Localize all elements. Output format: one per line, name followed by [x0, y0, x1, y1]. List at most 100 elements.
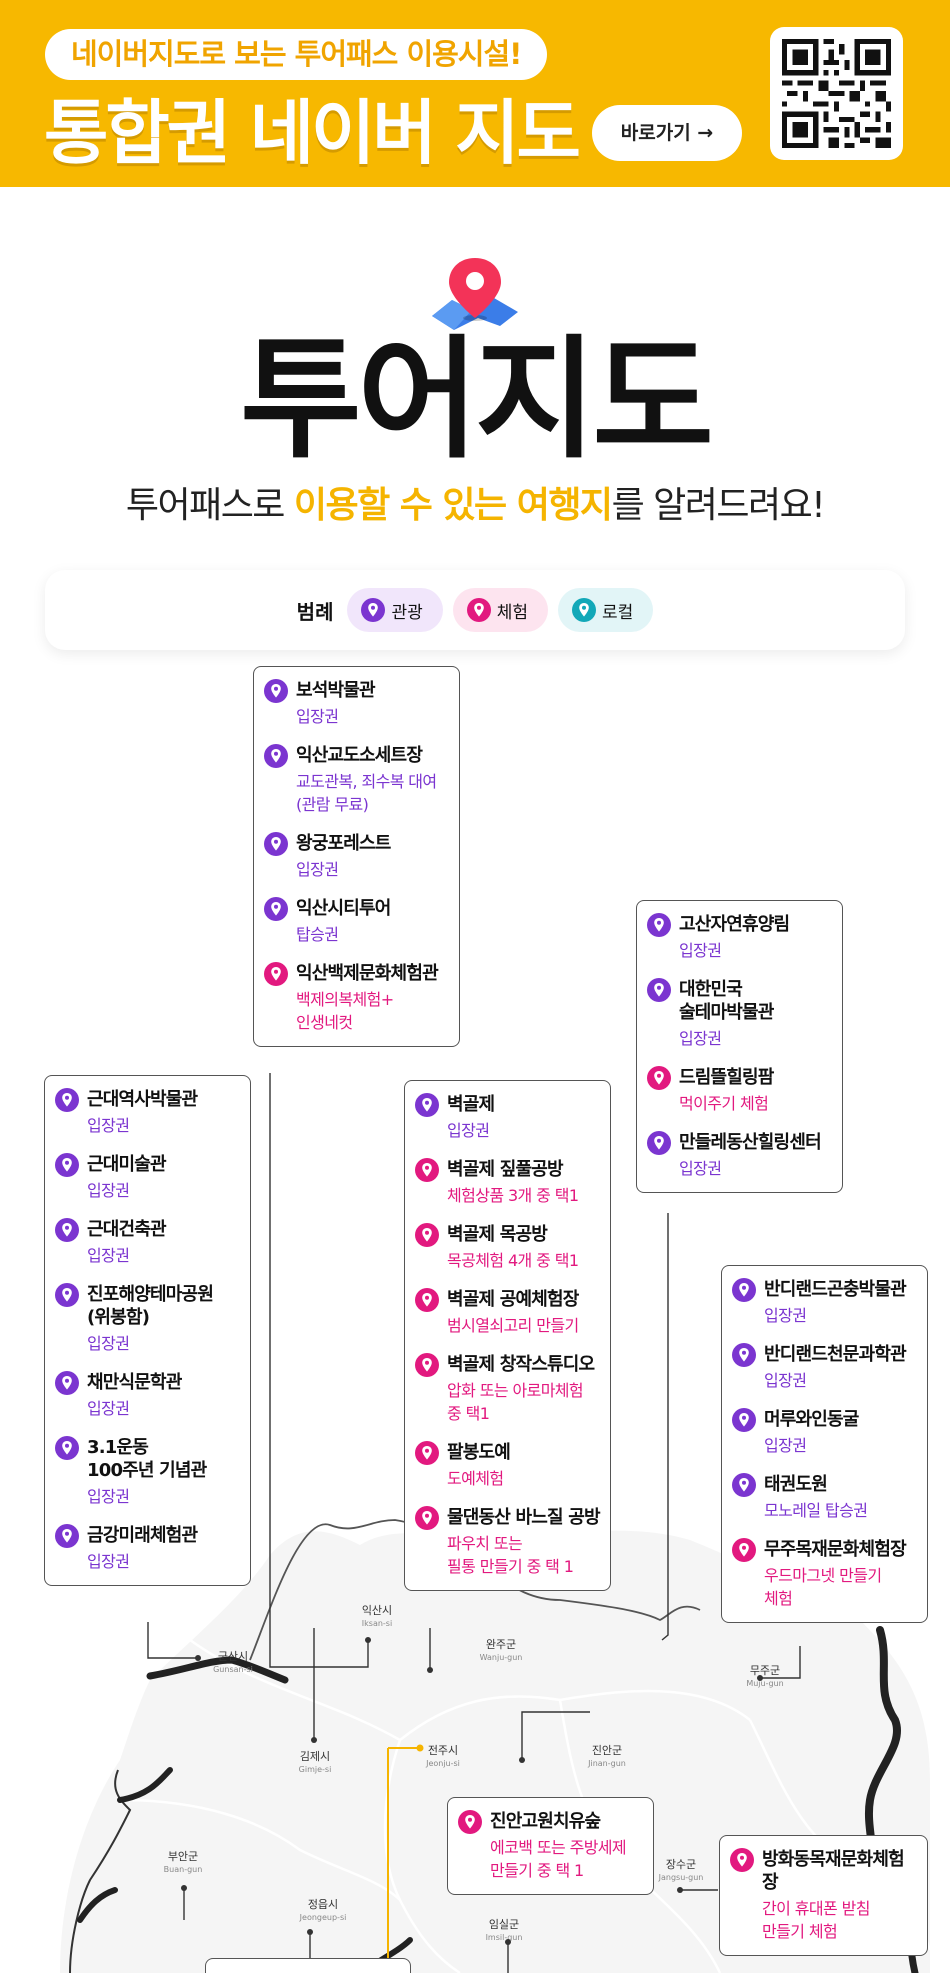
place-name: 근대건축관: [87, 1219, 167, 1240]
place-name: 머루와인동굴: [764, 1409, 859, 1430]
tour-pin-icon: [55, 1088, 79, 1112]
place-name: 무주목재문화체험장: [764, 1539, 907, 1560]
place-desc: 체험상품 3개 중 택1: [447, 1186, 579, 1205]
place-name: 근대미술관: [87, 1154, 167, 1175]
banner-pill: 네이버지도로 보는 투어패스 이용시설!: [45, 29, 548, 80]
place-name: 만들레동산힐링센터: [679, 1132, 822, 1153]
place-name: 왕궁포레스트: [296, 833, 391, 854]
tour-pin-icon: [647, 978, 671, 1002]
place-name: 팔봉도예: [447, 1442, 511, 1463]
place-name: 근대역사박물관: [87, 1089, 198, 1110]
banner-headline: 통합권 네이버 지도: [44, 92, 581, 174]
experience-pin-icon: [466, 598, 491, 622]
place-desc: 목공체험 4개 중 택1: [447, 1251, 579, 1270]
place-name: 금강미래체험관: [87, 1525, 198, 1546]
place-desc: 먹이주기 체험: [679, 1094, 769, 1113]
tour-pin-icon: [264, 897, 288, 921]
go-button[interactable]: 바로가기 →: [592, 105, 742, 161]
place-name: 벽골제 목공방: [447, 1224, 548, 1245]
place-name: 채만식문학관: [87, 1372, 182, 1393]
place-name: 보석박물관: [296, 680, 376, 701]
tour-pin-icon: [647, 913, 671, 937]
tour-pin-icon: [732, 1408, 756, 1432]
place-desc: 우드마그넷 만들기 체험: [764, 1566, 882, 1608]
place-desc: 에코백 또는 주방세제 만들기 중 택 1: [490, 1838, 627, 1880]
place-name: 고산자연휴양림: [679, 914, 790, 935]
place-desc: 입장권: [296, 860, 339, 879]
place-desc: 입장권: [679, 941, 722, 960]
page-subtitle: 투어패스로 이용할 수 있는 여행지를 알려드려요!: [0, 476, 950, 528]
experience-pin-icon: [415, 1223, 439, 1247]
qr-code[interactable]: [770, 27, 903, 160]
experience-pin-icon: [415, 1158, 439, 1182]
tour-pin-icon: [55, 1283, 79, 1307]
place-desc: 입장권: [87, 1181, 130, 1200]
experience-pin-icon: [732, 1538, 756, 1562]
subtitle-pre: 투어패스로: [125, 485, 294, 526]
experience-pin-icon: [415, 1441, 439, 1465]
subtitle-post: 를 알려드려요!: [611, 485, 826, 526]
tour-pin-icon: [55, 1371, 79, 1395]
subtitle-highlight: 이용할 수 있는 여행지: [293, 485, 613, 526]
place-name: 진안고원치유숲: [490, 1811, 601, 1832]
place-entry[interactable]: 진포해양테마공원 (위봉함)입장권: [55, 1283, 240, 1355]
tour-pin-icon: [55, 1436, 79, 1460]
province-map: [60, 1519, 932, 1973]
place-name: 대한민국 술테마박물관: [679, 979, 774, 1023]
tour-pin-icon: [55, 1218, 79, 1242]
place-name: 익산백제문화체험관: [296, 963, 439, 984]
qr-code-icon: [782, 39, 891, 148]
place-name: 벽골제 공예체험장: [447, 1289, 579, 1310]
place-desc: 입장권: [87, 1246, 130, 1265]
legend: 범례 관광 체험 로컬: [45, 570, 905, 650]
tour-pin-icon: [732, 1473, 756, 1497]
page-title: 투어지도: [240, 323, 714, 477]
place-desc: 입장권: [679, 1159, 722, 1178]
place-desc: 백제의복체험+ 인생네컷: [296, 990, 394, 1032]
tour-pin-icon: [361, 598, 386, 622]
place-desc: 입장권: [764, 1436, 807, 1455]
